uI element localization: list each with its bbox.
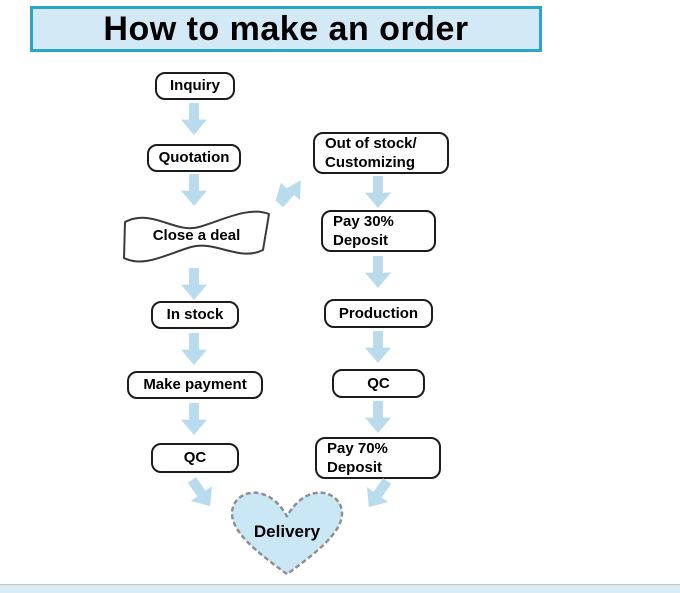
flow-node-production: Production xyxy=(324,299,433,328)
arrow-down-icon xyxy=(365,176,391,208)
flow-node-delivery: Delivery xyxy=(228,488,346,580)
flow-node-quotation: Quotation xyxy=(147,144,241,172)
flow-node-out-of-stock-label: Out of stock/ Customizing xyxy=(325,134,417,171)
flow-node-qc-left-label: QC xyxy=(183,449,207,467)
flow-node-inquiry-label: Inquiry xyxy=(169,77,220,95)
arrow-down-icon xyxy=(365,256,391,288)
flow-node-qc-right-label: QC xyxy=(367,374,390,392)
arrow-down-icon xyxy=(365,331,391,363)
flow-node-in-stock-label: In stock xyxy=(166,306,224,324)
flow-node-production-label: Production xyxy=(338,304,419,322)
flow-node-inquiry: Inquiry xyxy=(155,72,235,100)
wave-banner-shape xyxy=(123,210,270,263)
flow-node-pay-30-deposit: Pay 30% Deposit xyxy=(321,210,436,252)
flow-node-qc-right: QC xyxy=(332,369,425,398)
arrow-down-icon xyxy=(181,103,207,135)
arrow-down-icon xyxy=(181,174,207,206)
flow-node-make-payment: Make payment xyxy=(127,371,263,399)
flow-node-make-payment-label: Make payment xyxy=(143,376,247,394)
flow-node-delivery-label: Delivery xyxy=(253,522,321,541)
arrow-down-icon xyxy=(181,268,207,300)
flow-node-close-a-deal-label: Close a deal xyxy=(152,226,241,244)
flow-node-pay-30-deposit-label: Pay 30% Deposit xyxy=(333,212,394,249)
flow-node-out-of-stock: Out of stock/ Customizing xyxy=(313,132,449,174)
flow-node-qc-left: QC xyxy=(151,443,239,473)
arrow-down-icon xyxy=(365,401,391,433)
flow-node-quotation-label: Quotation xyxy=(158,149,230,167)
page-title-text: How to make an order xyxy=(103,9,469,48)
flow-node-pay-70-deposit-label: Pay 70% Deposit xyxy=(327,439,388,476)
heart-icon xyxy=(230,491,344,576)
arrow-down-left-icon xyxy=(358,473,398,514)
arrow-down-icon xyxy=(181,403,207,435)
footer-strip xyxy=(0,584,680,593)
flow-node-pay-70-deposit: Pay 70% Deposit xyxy=(315,437,441,479)
arrow-down-right-icon xyxy=(181,472,221,513)
page-title: How to make an order xyxy=(30,6,542,52)
arrow-down-icon xyxy=(181,333,207,365)
flow-node-close-a-deal: Close a deal xyxy=(117,204,276,266)
flow-node-in-stock: In stock xyxy=(151,301,239,329)
